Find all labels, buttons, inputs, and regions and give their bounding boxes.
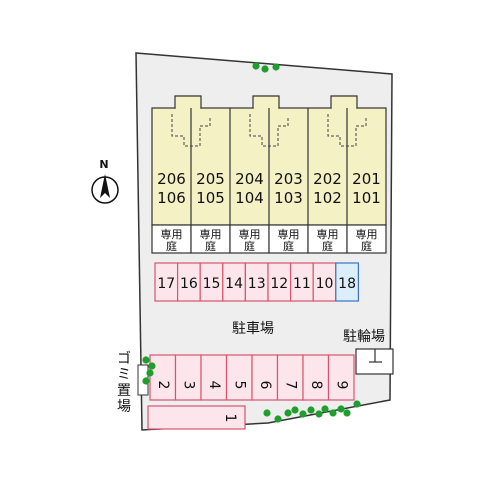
unit-label-lower: 104 [235,189,264,207]
compass: N [91,158,119,204]
private-garden-box [229,224,270,254]
private-garden-label: 庭 [205,239,216,253]
parking-slot-label: 12 [270,276,288,292]
stair-outlines [171,114,367,147]
parking-slot-label: 10 [316,276,334,292]
tree [272,63,280,71]
parking-slot-label: 9 [333,381,349,390]
private-garden-box [346,224,387,254]
tree [146,369,154,377]
bicycle-parking-label: 駐輪場 [343,328,385,345]
garbage-area-char: 場 [117,399,131,415]
parking-slot-label: 4 [206,381,222,390]
parking-slot-label: 2 [155,381,171,390]
parking-slot-box [302,354,330,401]
bicycle-parking-shed [355,348,394,375]
private-garden-label: 専用 [317,228,339,241]
private-garden-label: 庭 [283,239,294,253]
parking-slot-label: 13 [248,276,266,292]
parking-slot-label: 8 [308,381,324,390]
tree [307,406,315,414]
unit-label-lower: 105 [196,189,225,207]
tree [261,65,269,73]
compass-letter: N [99,158,108,171]
parking-slot-label: 15 [203,276,221,292]
parking-slot-label: 11 [293,276,311,292]
tree [148,362,156,370]
unit-label-upper: 205 [196,170,225,188]
tree [291,406,299,414]
parking-slot-label: 6 [257,381,273,390]
tree [252,62,260,70]
unit-label-lower: 103 [274,189,303,207]
private-garden-label: 専用 [239,228,261,241]
trees [142,62,361,423]
tree [343,409,351,417]
parking-slot-label: 18 [338,276,356,292]
parking-slot-label: 16 [180,276,198,292]
unit-label-lower: 102 [313,189,342,207]
unit-label-lower: 106 [157,189,186,207]
parking-lot-label: 駐車場 [232,320,274,337]
parking-slot-1-box [147,405,246,430]
unit-label-upper: 204 [235,170,264,188]
tree [337,405,345,413]
private-garden-label: 庭 [244,239,255,253]
garbage-area-char: ミ [117,367,131,383]
tree [274,415,282,423]
private-garden-box [151,224,192,254]
parking-slot-label: 14 [225,276,243,292]
compass-needle [100,174,110,198]
parking-slot-box [225,354,253,401]
parking-slot-box [276,354,304,401]
unit-label-upper: 201 [352,170,381,188]
private-garden-label: 専用 [200,228,222,241]
private-garden-label: 庭 [322,239,333,253]
tree [284,409,292,417]
unit-label-upper: 202 [313,170,342,188]
private-garden-label: 庭 [166,239,177,253]
tree [142,377,150,385]
parking-slot-box [200,354,228,401]
unit-label-upper: 203 [274,170,303,188]
parking-slot-box [251,354,279,401]
parking-slot-label: 5 [231,381,247,390]
private-garden-label: 専用 [356,228,378,241]
tree [263,409,271,417]
parking-slot-box [335,262,359,302]
parking-slot-1: 1 [147,405,246,430]
parking-slot-box [174,354,202,401]
unit-dividers [190,108,348,225]
parking-slot-label: 3 [180,381,196,390]
private-garden-label: 庭 [361,239,372,253]
unit-label-lower: 101 [352,189,381,207]
parking-slot-box [149,354,177,401]
parking-slot-box [327,354,355,401]
parking-slot-label: 7 [282,381,298,390]
garbage-area-char: 置 [117,383,131,399]
tree [142,356,150,364]
parking-slot-label: 17 [157,276,175,292]
parking-slot-1-label: 1 [222,414,238,423]
tree [329,409,337,417]
tree [315,410,323,418]
private-garden-label: 専用 [161,228,183,241]
tree [353,400,361,408]
private-garden-label: 専用 [278,228,300,241]
tree [299,410,307,418]
unit-label-upper: 206 [157,170,186,188]
garbage-area-char: ゴ [117,350,131,367]
private-garden-box [190,224,231,254]
private-garden-box [268,224,309,254]
tree [321,405,329,413]
